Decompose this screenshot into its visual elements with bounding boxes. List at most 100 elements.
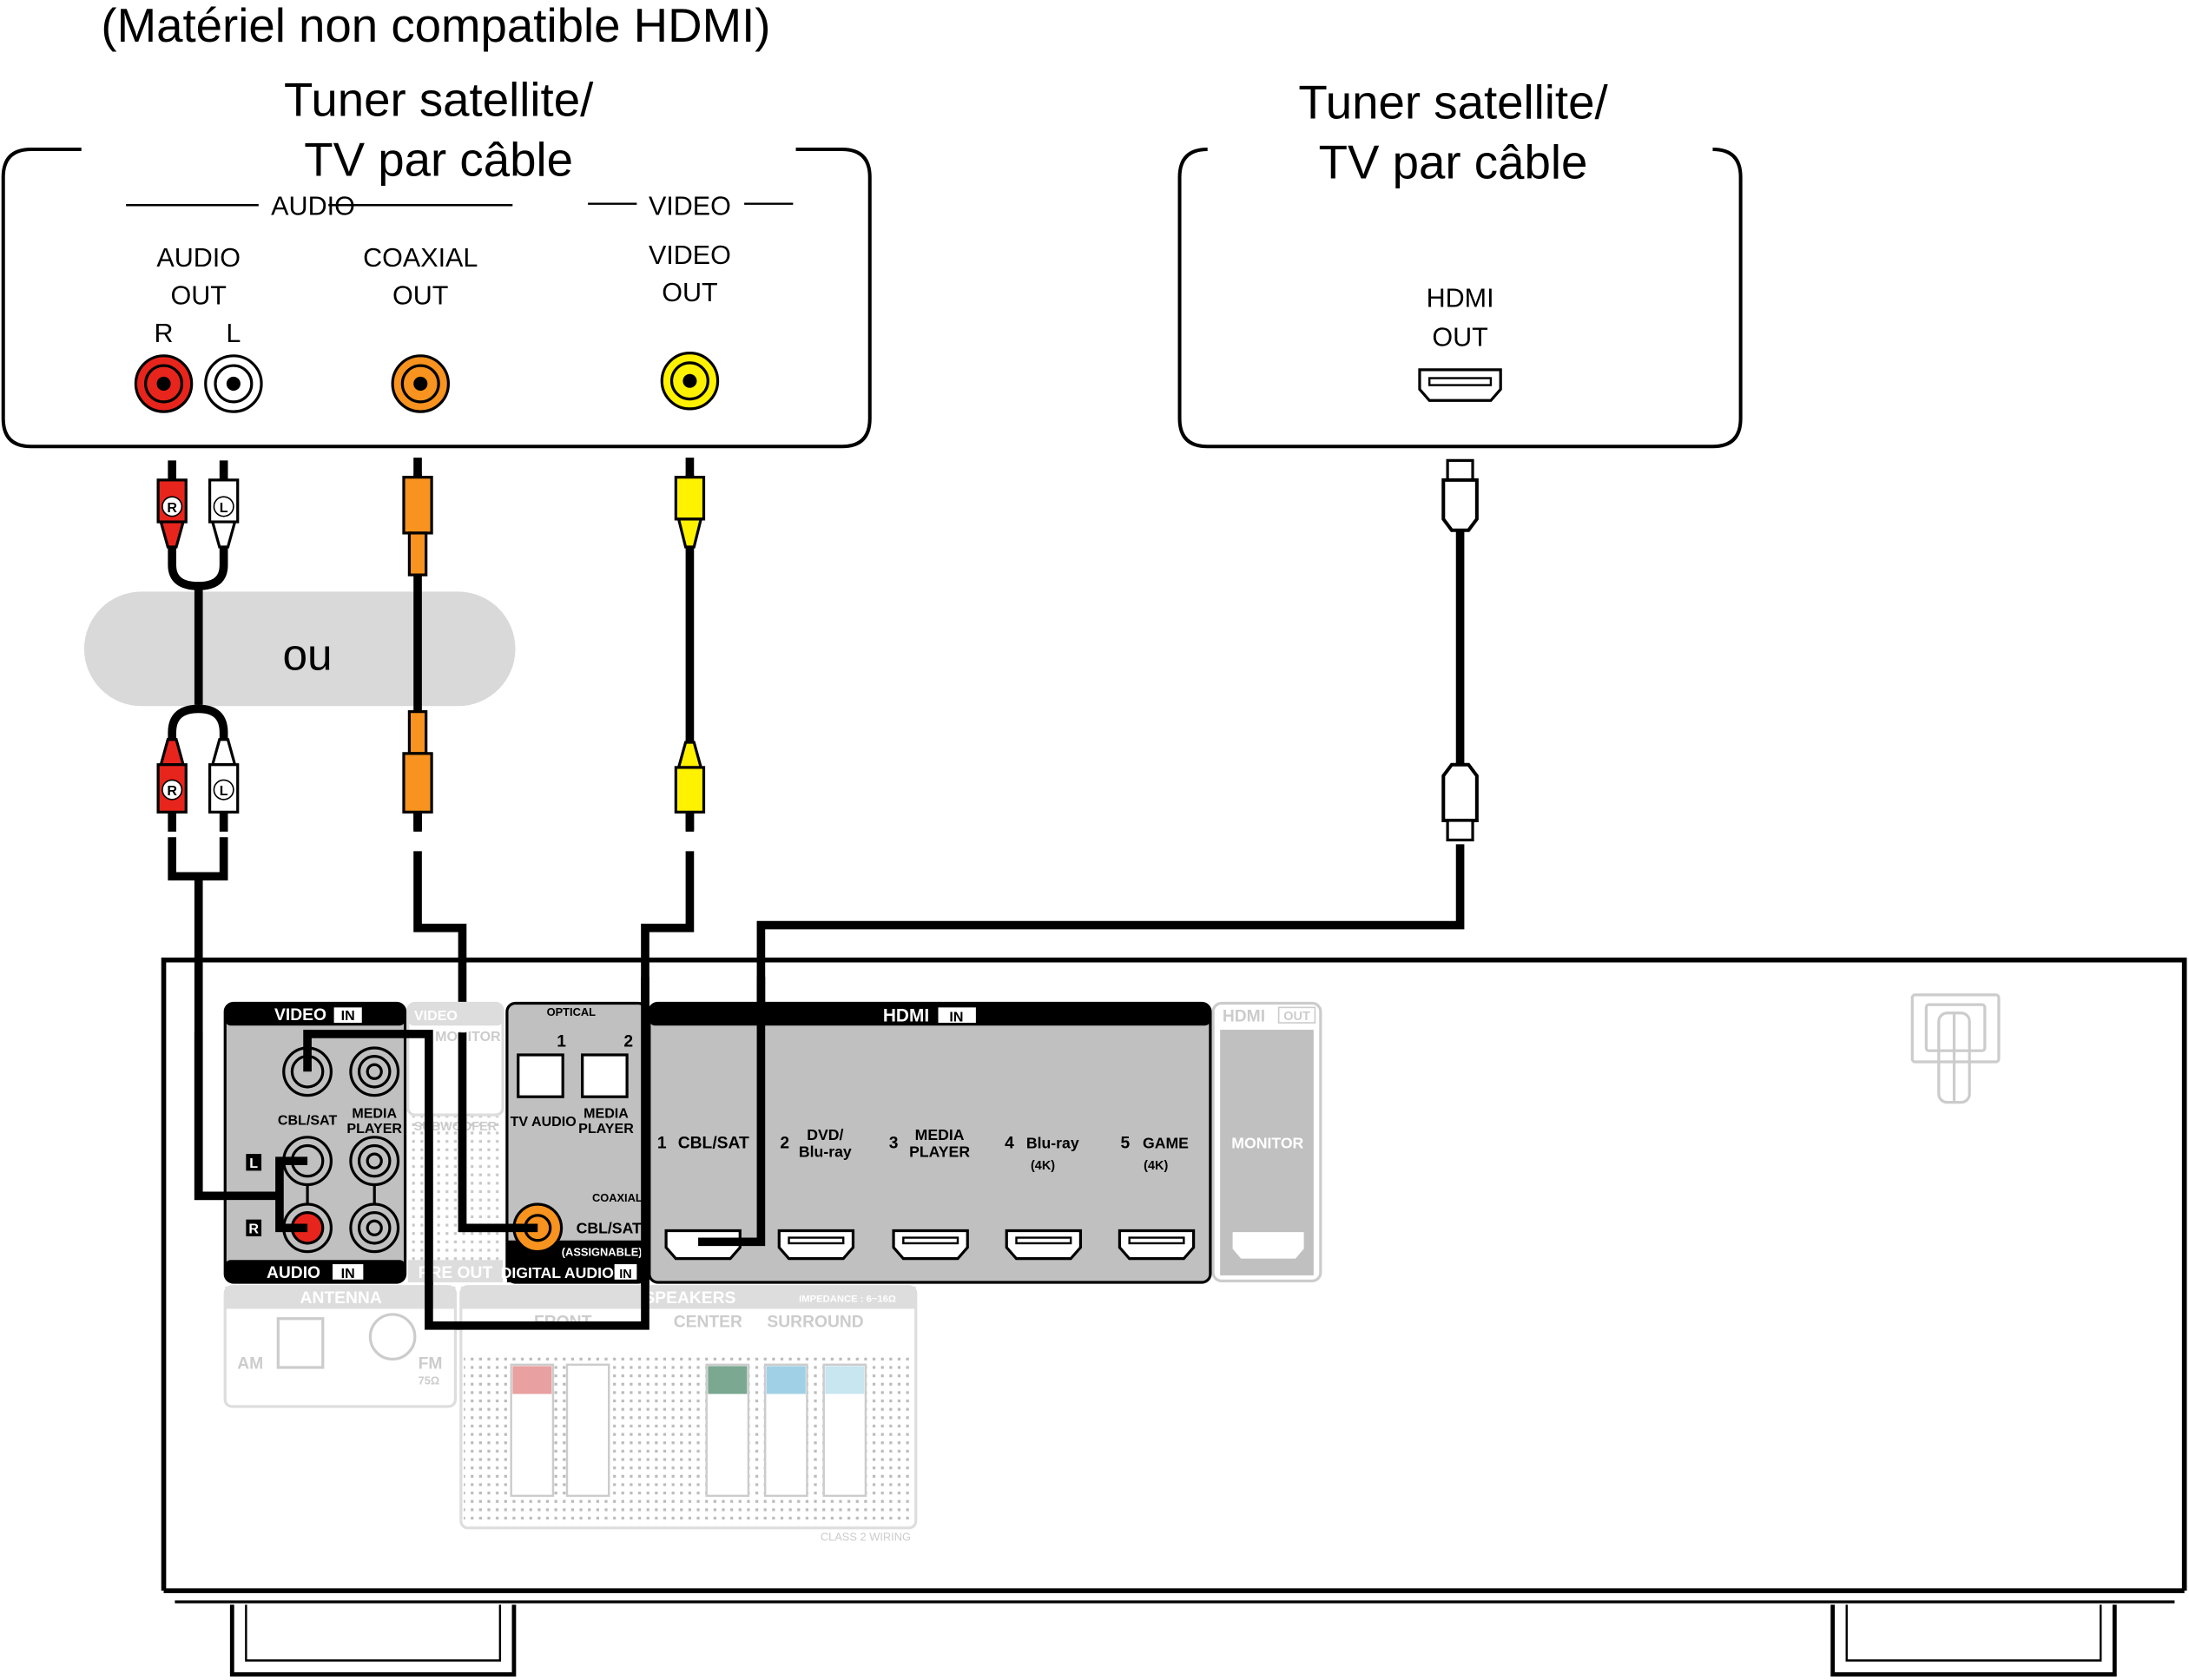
subwoofer-label: SUBWOOFER [414, 1120, 498, 1134]
pre-out-label: PRE OUT [419, 1264, 493, 1282]
or-pill [83, 591, 516, 707]
or-label: ou [282, 629, 332, 679]
digital-audio-label: DIGITAL AUDIO [501, 1264, 614, 1281]
hdmi-input-label: MEDIA [915, 1126, 965, 1143]
optical-label: OPTICAL [547, 1005, 597, 1018]
class2-wiring-label: CLASS 2 WIRING [821, 1530, 911, 1543]
channel-l-label: L [226, 319, 241, 348]
video-in-label: VIDEO [274, 1006, 326, 1024]
cbl-sat-label: CBL/SAT [278, 1112, 338, 1128]
right-device: Tuner satellite/ TV par câble HDMI OUT [1177, 76, 1743, 449]
jack-coaxial [391, 354, 450, 413]
video-out-label-2: OUT [662, 278, 717, 307]
speakers-panel: SPEAKERS IMPEDANCE : 6~16Ω FRONT CENTER … [459, 1285, 918, 1543]
cables-overlay [194, 977, 766, 1330]
plug-l-label: L [220, 783, 228, 799]
video-plug-top [674, 458, 706, 549]
optical-port-1 [517, 1053, 564, 1098]
left-device-name-2: TV par câble [304, 134, 573, 187]
coaxial-plug-bottom [402, 710, 433, 832]
title: (Matériel non compatible HDMI) [101, 0, 770, 52]
surround-label: SURROUND [767, 1313, 863, 1331]
hdmi-monitor-label: MONITOR [1231, 1135, 1303, 1152]
right-device-name-1: Tuner satellite/ [1298, 76, 1608, 129]
digital-audio-in-badge: IN [619, 1268, 631, 1281]
channel-r-label: R [155, 319, 174, 348]
hdmi-plug-top [1441, 458, 1479, 532]
hdmi-input-num: 3 [889, 1135, 899, 1153]
video-plug-bottom [674, 741, 706, 832]
monitor-out-label: MONITOR [435, 1029, 501, 1044]
hdmi-input-4: 4 Blu-ray (4K) [1005, 1135, 1083, 1261]
am-label: AM [237, 1355, 263, 1374]
jack-video [660, 352, 720, 411]
video-group-label: VIDEO [649, 192, 731, 221]
left-device-name-1: Tuner satellite/ [284, 73, 594, 126]
jack-audio-r [134, 354, 194, 413]
media-player-label-2: PLAYER [346, 1121, 402, 1136]
hdmi-out-label: HDMI [1223, 1007, 1265, 1025]
optical-2-label: 2 [623, 1032, 633, 1051]
hdmi-input-label: DVD/ [807, 1126, 843, 1143]
digital-audio-panel: OPTICAL 1 2 TV AUDIO MEDIA PLAYER COAXIA… [501, 1001, 649, 1284]
plug-l-label: L [220, 500, 228, 516]
audio-group-label: AUDIO [271, 192, 355, 221]
hdmi-input-label: (4K) [1144, 1159, 1168, 1173]
fm-ohm-label: 75Ω [419, 1374, 440, 1387]
optical-1-label: 1 [557, 1032, 566, 1051]
assignable-label: (ASSIGNABLE) [562, 1245, 643, 1258]
jack-audio-l [204, 354, 263, 413]
hdmi-input-2: 2 DVD/Blu-ray [777, 1126, 855, 1261]
r-label: R [248, 1222, 259, 1237]
video-in-badge: IN [341, 1008, 355, 1024]
plug-r-label: R [167, 500, 177, 516]
hdmi-in-label: HDMI [883, 1005, 929, 1025]
plug-r-label: R [167, 783, 177, 799]
analog-in-panel: VIDEO IN AUDIO IN CBL/SAT MEDIA PLAYER L… [223, 1001, 407, 1284]
l-label: L [249, 1156, 258, 1171]
antenna-panel: ANTENNA AM FM 75Ω [223, 1285, 458, 1408]
coaxial-out-label-1: COAXIAL [363, 243, 478, 273]
rca-plug-l-bottom: L [208, 738, 240, 832]
receiver: VIDEO IN AUDIO IN CBL/SAT MEDIA PLAYER L… [161, 957, 2187, 1677]
audio-in-label: AUDIO [267, 1264, 320, 1282]
video-out-label-1: VIDEO [649, 240, 731, 270]
coaxial-label: COAXIAL [592, 1191, 643, 1204]
hdmi-input-label: CBL/SAT [678, 1135, 749, 1153]
rca-plug-r-top: R [156, 460, 188, 549]
fm-label: FM [419, 1355, 443, 1374]
hdmi-input-label: PLAYER [909, 1143, 970, 1160]
hdmi-input-num: 5 [1120, 1135, 1130, 1153]
impedance-label: IMPEDANCE : 6~16Ω [799, 1294, 896, 1304]
media-player-label-1: MEDIA [352, 1105, 397, 1121]
hdmi-input-num: 4 [1005, 1135, 1014, 1153]
coaxial-out-label-2: OUT [392, 280, 448, 310]
optical-media-player-1: MEDIA [584, 1105, 629, 1121]
video-out-pre-out-panel: VIDEO MONITOR SUBWOOFER PRE OUT [406, 1001, 504, 1282]
tv-audio-label: TV AUDIO [511, 1114, 577, 1130]
speakers-label: SPEAKERS [643, 1289, 735, 1308]
power-inlet-icon [1910, 993, 2001, 1104]
hdmi-input-5: 5 GAME (4K) [1118, 1135, 1196, 1261]
hdmi-input-num: 2 [780, 1135, 789, 1153]
audio-out-label-1: AUDIO [156, 243, 241, 273]
video-out-label: VIDEO [414, 1008, 458, 1024]
rca-plug-l-top: L [208, 460, 240, 549]
optical-media-player-2: PLAYER [578, 1121, 634, 1136]
optical-port-2 [581, 1053, 629, 1098]
hdmi-input-label: Blu-ray [1026, 1135, 1079, 1152]
right-device-name-2: TV par câble [1319, 136, 1588, 189]
hdmi-plug-bottom [1441, 762, 1479, 842]
hdmi-input-num: 1 [657, 1135, 667, 1153]
hdmi-input-label: (4K) [1031, 1159, 1055, 1173]
audio-out-label-2: OUT [171, 280, 227, 310]
rca-plug-r-bottom: R [156, 738, 188, 832]
audio-in-badge: IN [341, 1266, 355, 1281]
hdmi-input-label: Blu-ray [799, 1143, 852, 1160]
hdmi-input-label: GAME [1143, 1135, 1189, 1152]
coaxial-cbl-sat-label: CBL/SAT [577, 1220, 642, 1237]
hdmi-out-panel: HDMI OUT MONITOR [1211, 1001, 1322, 1282]
